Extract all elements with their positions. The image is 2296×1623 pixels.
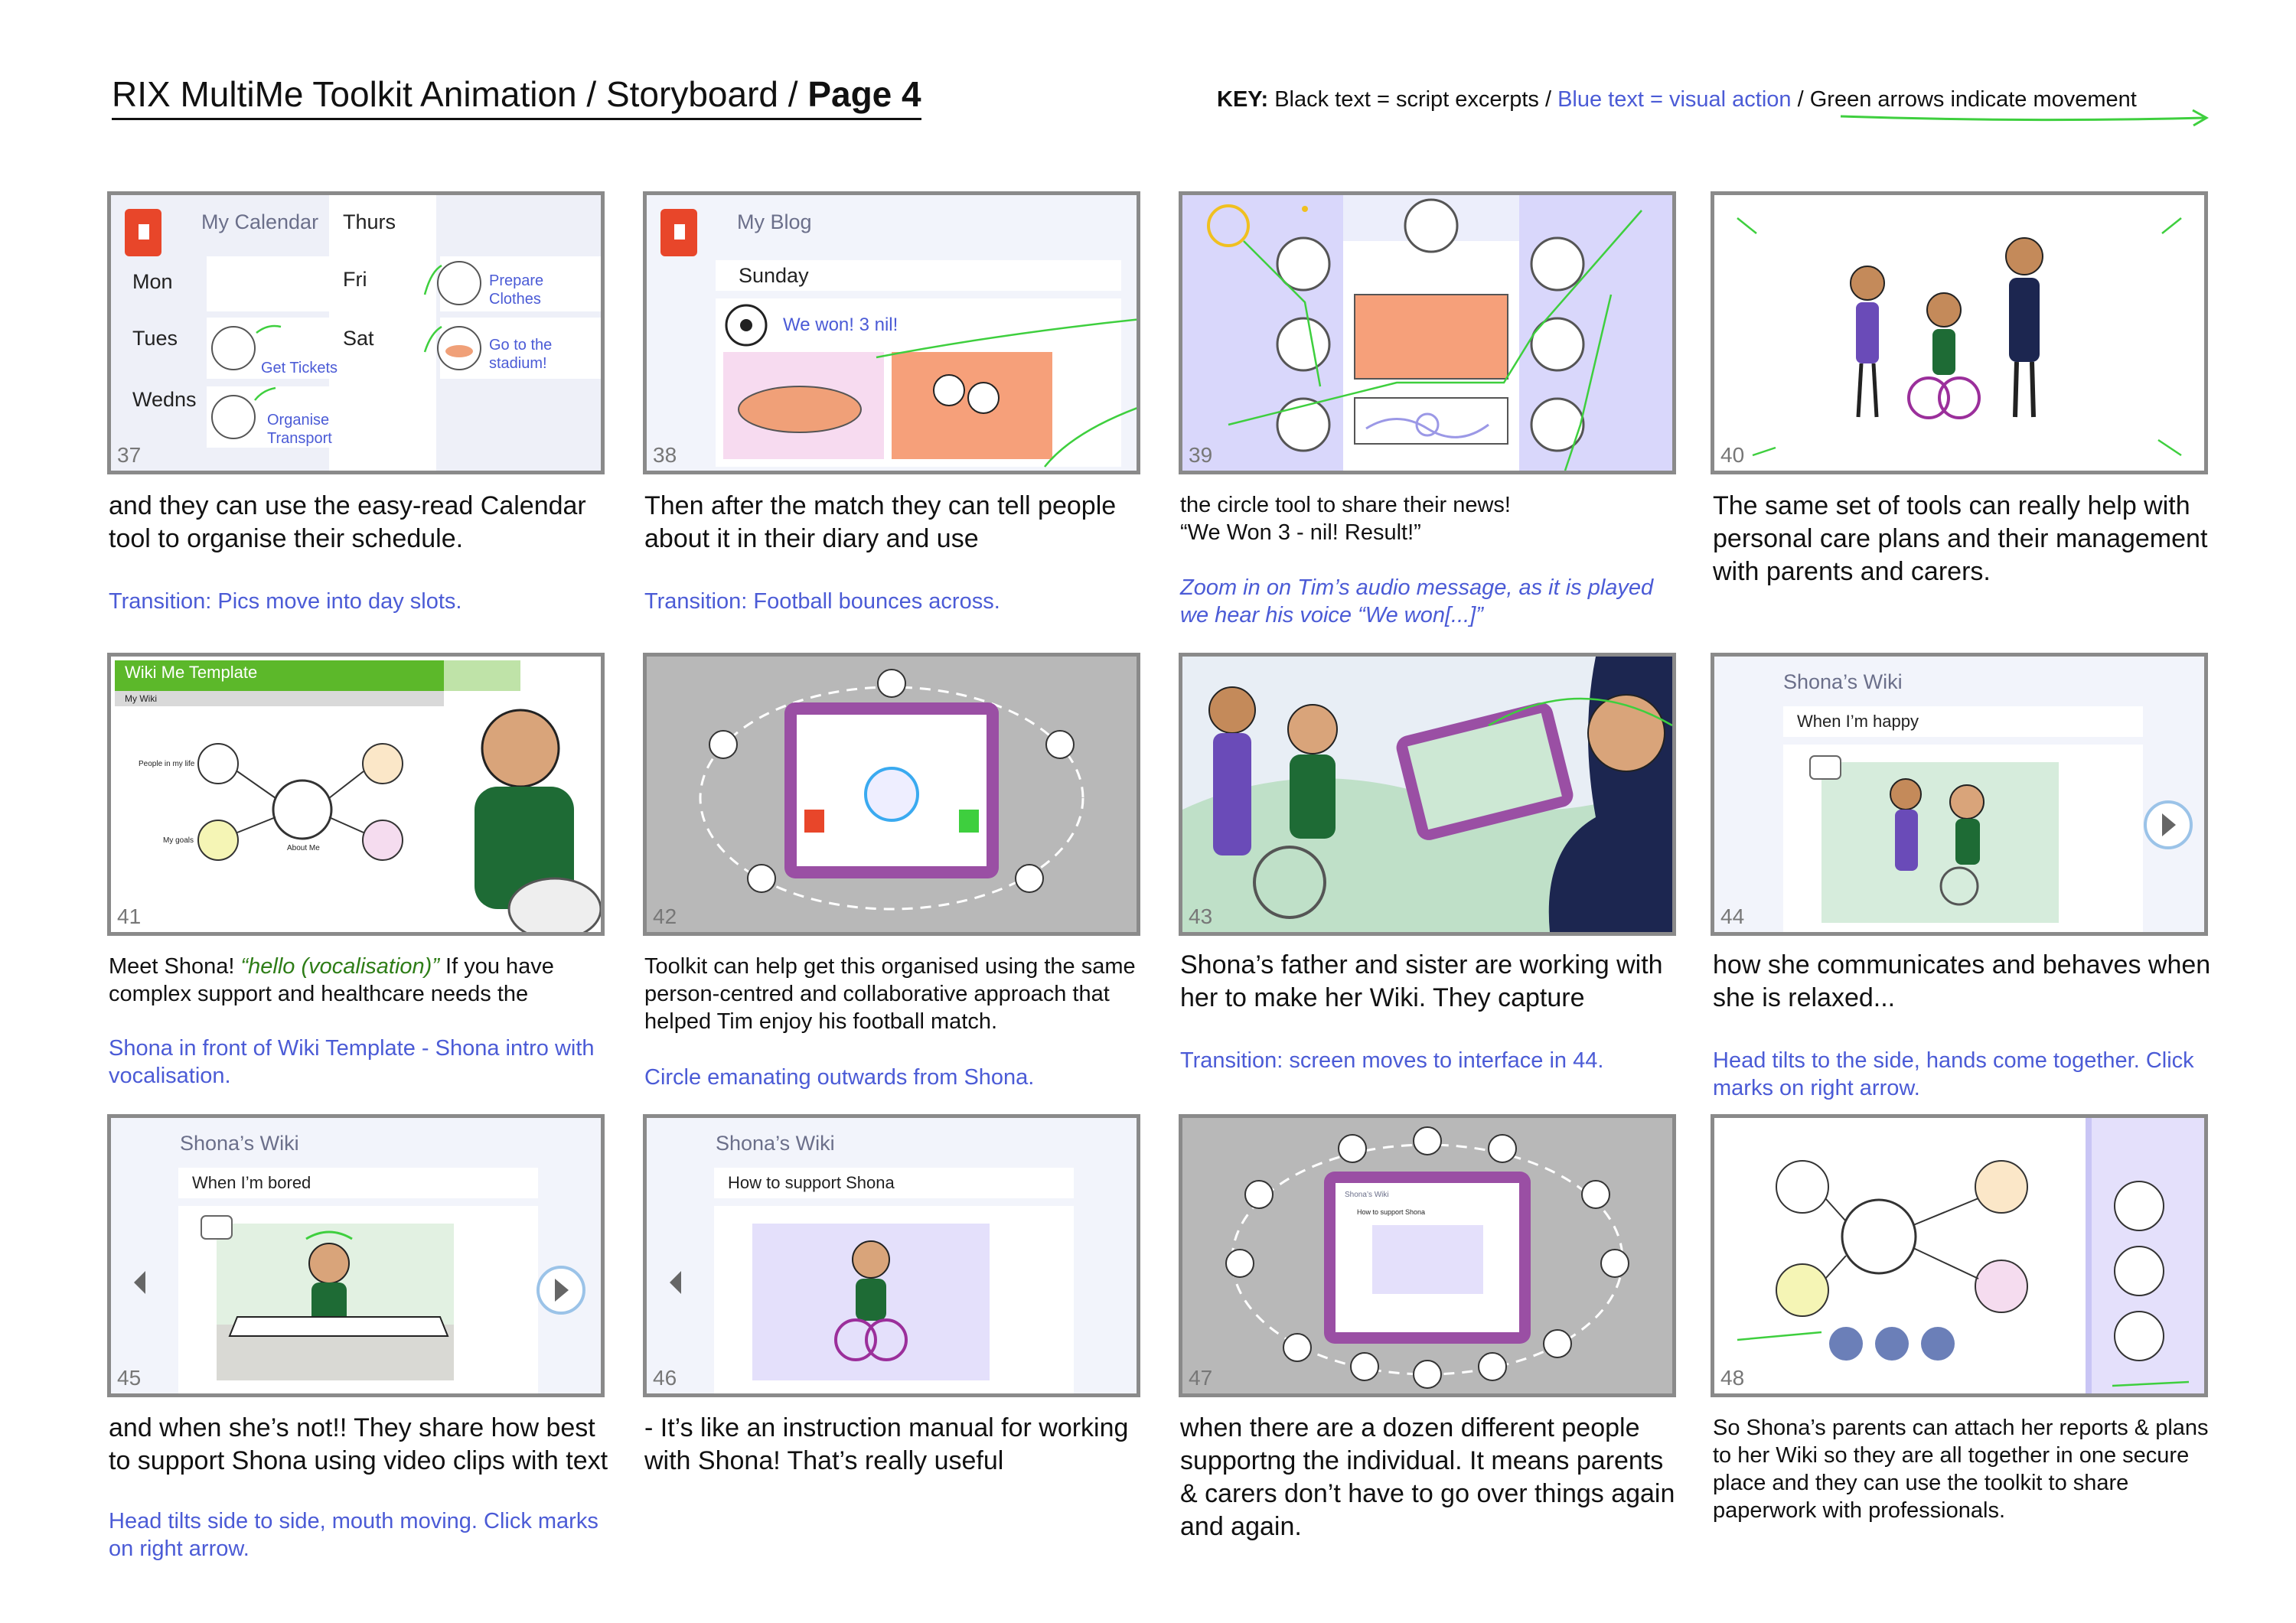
wiki-node-label: My goals bbox=[163, 836, 194, 845]
script-caption: Toolkit can help get this organised usin… bbox=[644, 954, 1136, 1034]
visual-action: Circle emanating outwards from Shona. bbox=[644, 1065, 1035, 1090]
wiki-template-title: Wiki Me Template bbox=[125, 663, 258, 682]
script-quote: “We Won 3 - nil! Result!” bbox=[1180, 520, 1421, 545]
wiki-node-label: About Me bbox=[287, 844, 320, 852]
page-title: RIX MultiMe Toolkit Animation / Storyboa… bbox=[112, 73, 921, 120]
blog-day: Sunday bbox=[739, 264, 809, 287]
blog-illustration bbox=[660, 209, 1137, 468]
frame-number: 40 bbox=[1720, 443, 1745, 467]
storyboard-frame-47: Shona’s Wiki How to support Shona 47 bbox=[1179, 1114, 1676, 1397]
script-caption: So Shona’s parents can attach her report… bbox=[1713, 1416, 2209, 1523]
wiki-bored-illustration bbox=[134, 1168, 585, 1393]
frame-number: 46 bbox=[653, 1366, 677, 1390]
family-recording-illustration bbox=[1182, 657, 1672, 932]
frame-number: 44 bbox=[1720, 904, 1745, 928]
storyboard-frame-43: 43 bbox=[1179, 653, 1676, 936]
script-caption: how she communicates and behaves when sh… bbox=[1713, 950, 2211, 1012]
calendar-title: My Calendar bbox=[201, 210, 319, 233]
blog-post-title: We won! 3 nil! bbox=[783, 314, 899, 335]
script-caption: The same set of tools can really help wi… bbox=[1713, 491, 2208, 586]
wiki-section-heading: When I’m bored bbox=[192, 1173, 311, 1192]
wiki-title: Shona’s Wiki bbox=[1783, 670, 1903, 693]
wiki-template-illustration bbox=[115, 660, 601, 932]
wiki-title: Shona’s Wiki bbox=[1345, 1191, 1389, 1199]
script-caption: - It’s like an instruction manual for wo… bbox=[644, 1413, 1129, 1475]
storyboard-frame-48: 48 bbox=[1711, 1114, 2208, 1397]
frame-number: 38 bbox=[653, 443, 677, 467]
frame-number: 48 bbox=[1720, 1366, 1745, 1390]
frame-number: 43 bbox=[1189, 904, 1213, 928]
wiki-support-illustration bbox=[670, 1168, 1074, 1393]
wiki-attachments-illustration bbox=[1737, 1118, 2204, 1393]
wiki-section-heading: When I’m happy bbox=[1797, 712, 1919, 731]
wiki-subtitle: My Wiki bbox=[125, 693, 157, 704]
day-label: Tues bbox=[132, 327, 178, 350]
script-caption: and they can use the easy-read Calendar … bbox=[109, 491, 586, 553]
family-illustration bbox=[1737, 217, 2182, 457]
script-caption: Meet Shona! “hello (vocalisation)” If yo… bbox=[109, 954, 554, 1006]
storyboard-frame-41: Wiki Me Template My Wiki People in my li… bbox=[107, 653, 605, 936]
frame-number: 39 bbox=[1189, 443, 1213, 467]
calendar-illustration bbox=[111, 195, 601, 471]
script-caption: and when she’s not!! They share how best… bbox=[109, 1413, 608, 1475]
wiki-section-heading: How to support Shona bbox=[1357, 1208, 1426, 1216]
visual-action: Zoom in on Tim’s audio message, as it is… bbox=[1180, 575, 1654, 627]
calendar-item: Organise Transport bbox=[267, 412, 332, 447]
visual-action: Head tilts to the side, hands come toget… bbox=[1713, 1048, 2194, 1100]
visual-action: Shona in front of Wiki Template - Shona … bbox=[109, 1036, 595, 1088]
storyboard-frame-37: My Calendar Thurs Mon Fri Tues Sat Wedns… bbox=[107, 191, 605, 474]
frame-number: 47 bbox=[1189, 1366, 1213, 1390]
storyboard-frame-42: 42 bbox=[643, 653, 1140, 936]
calendar-item: Go to the stadium! bbox=[489, 337, 553, 372]
storyboard-frame-39: 39 bbox=[1179, 191, 1676, 474]
visual-action: Transition: screen moves to interface in… bbox=[1180, 1048, 1604, 1073]
storyboard-frame-40: 40 bbox=[1711, 191, 2208, 474]
visual-action: Transition: Pics move into day slots. bbox=[109, 589, 462, 614]
script-caption: when there are a dozen different people … bbox=[1180, 1413, 1675, 1541]
day-label: Fri bbox=[343, 268, 367, 291]
circle-tool-illustration bbox=[1207, 195, 1642, 471]
circle-around-tablet-illustration bbox=[699, 669, 1084, 911]
storyboard-frame-38: My Blog Sunday We won! 3 nil! 38 bbox=[643, 191, 1140, 474]
day-label: Sat bbox=[343, 327, 374, 350]
wiki-section-heading: How to support Shona bbox=[728, 1173, 895, 1192]
wiki-node-label: People in my life bbox=[139, 760, 195, 768]
blog-title: My Blog bbox=[737, 210, 812, 233]
day-label: Thurs bbox=[343, 210, 396, 233]
legend-key: KEY: Black text = script excerpts / Blue… bbox=[1217, 87, 2137, 112]
storyboard-frame-44: Shona’s Wiki When I’m happy 44 bbox=[1711, 653, 2208, 936]
script-caption: Then after the match they can tell peopl… bbox=[644, 491, 1117, 553]
storyboard-frame-46: Shona’s Wiki How to support Shona 46 bbox=[643, 1114, 1140, 1397]
frame-number: 41 bbox=[117, 904, 142, 928]
visual-action: Head tilts side to side, mouth moving. C… bbox=[109, 1509, 598, 1561]
script-caption: the circle tool to share their news! bbox=[1180, 493, 1511, 517]
visual-action: Transition: Football bounces across. bbox=[644, 589, 1000, 614]
wiki-title: Shona’s Wiki bbox=[716, 1132, 835, 1155]
frame-number: 45 bbox=[117, 1366, 142, 1390]
dozen-supporters-illustration bbox=[1225, 1126, 1629, 1389]
frame-number: 42 bbox=[653, 904, 677, 928]
wiki-title: Shona’s Wiki bbox=[180, 1132, 299, 1155]
calendar-item: Get Tickets bbox=[261, 360, 338, 376]
storyboard-frame-45: Shona’s Wiki When I’m bored 45 bbox=[107, 1114, 605, 1397]
day-label: Mon bbox=[132, 270, 173, 293]
wiki-happy-illustration bbox=[1783, 706, 2193, 932]
script-caption: Shona’s father and sister are working wi… bbox=[1180, 950, 1663, 1012]
calendar-item: Prepare Clothes bbox=[489, 272, 544, 308]
frame-number: 37 bbox=[117, 443, 142, 467]
green-arrow-icon bbox=[1840, 109, 2210, 127]
day-label: Wedns bbox=[132, 388, 197, 411]
